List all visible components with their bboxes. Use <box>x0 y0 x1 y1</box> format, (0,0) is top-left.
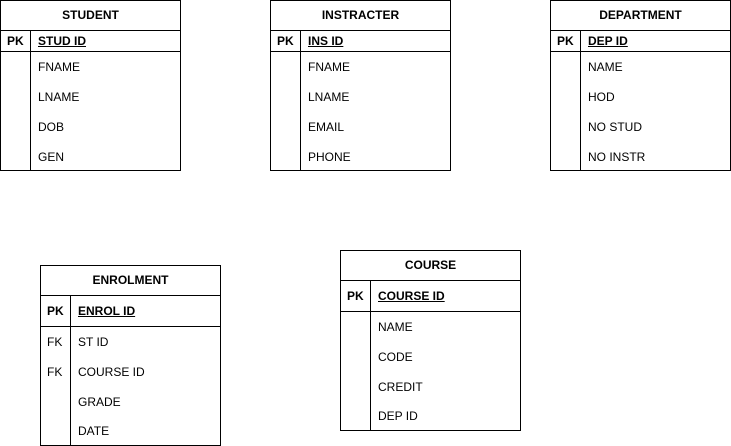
entity-title: INSTRACTER <box>271 1 450 31</box>
attribute-name: ST ID <box>78 335 109 349</box>
attribute-name: GEN <box>38 149 65 164</box>
entity-student[interactable]: STUDENT PK STUD ID FNAME LNAME DOB GEN <box>0 0 181 171</box>
attribute-name: FNAME <box>308 60 350 74</box>
key-marker <box>271 52 301 82</box>
primary-key-row: PK DEP ID <box>551 31 730 52</box>
attribute-row: PHONE <box>271 142 450 171</box>
attribute-list: FNAME LNAME DOB GEN <box>1 52 180 171</box>
attribute-row: FNAME <box>1 52 180 82</box>
attribute-list: NAME HOD NO STUD NO INSTR <box>551 52 730 171</box>
attribute-row: FK ST ID <box>41 327 220 357</box>
attribute-row: CODE <box>341 342 520 372</box>
key-marker <box>271 142 301 171</box>
entity-course[interactable]: COURSE PK COURSE ID NAME CODE CREDIT DEP… <box>340 250 521 431</box>
key-marker: PK <box>41 296 71 326</box>
key-marker <box>341 402 371 430</box>
key-marker <box>1 82 31 112</box>
attribute-row: NAME <box>551 52 730 82</box>
attribute-row: FK COURSE ID <box>41 357 220 387</box>
primary-key-row: PK STUD ID <box>1 31 180 52</box>
attribute-list: FK ST ID FK COURSE ID GRADE DATE <box>41 327 220 445</box>
attribute-name: INS ID <box>308 34 344 48</box>
attribute-name: EMAIL <box>308 120 345 134</box>
attribute-name: NAME <box>588 60 623 74</box>
key-marker <box>341 312 371 342</box>
attribute-name: CREDIT <box>378 380 423 394</box>
primary-key-row: PK COURSE ID <box>341 281 520 312</box>
attribute-name: DOB <box>38 120 65 134</box>
entity-department[interactable]: DEPARTMENT PK DEP ID NAME HOD NO STUD NO… <box>550 0 731 171</box>
attribute-name: HOD <box>588 90 615 104</box>
key-marker: PK <box>551 31 581 51</box>
key-marker: FK <box>41 327 71 357</box>
attribute-row: LNAME <box>271 82 450 112</box>
key-marker <box>551 52 581 82</box>
attribute-row: HOD <box>551 82 730 112</box>
key-marker <box>41 417 71 445</box>
entity-enrolment[interactable]: ENROLMENT PK ENROL ID FK ST ID FK COURSE… <box>40 265 221 446</box>
attribute-name: COURSE ID <box>78 365 145 379</box>
attribute-name: NO INSTR <box>588 149 646 164</box>
attribute-name: PHONE <box>308 149 351 164</box>
attribute-name: CODE <box>378 350 413 364</box>
attribute-name: DEP ID <box>378 409 418 423</box>
attribute-name: GRADE <box>78 395 121 409</box>
attribute-row: GEN <box>1 142 180 171</box>
entity-title: ENROLMENT <box>41 266 220 296</box>
key-marker <box>341 372 371 402</box>
attribute-name: STUD ID <box>38 34 86 48</box>
key-marker: PK <box>1 31 31 51</box>
key-marker <box>551 142 581 171</box>
attribute-row: DATE <box>41 417 220 445</box>
key-marker: PK <box>341 281 371 311</box>
attribute-name: DEP ID <box>588 34 628 48</box>
entity-instracter[interactable]: INSTRACTER PK INS ID FNAME LNAME EMAIL P… <box>270 0 451 171</box>
attribute-row: DOB <box>1 112 180 142</box>
attribute-list: FNAME LNAME EMAIL PHONE <box>271 52 450 171</box>
attribute-name: DATE <box>78 424 110 438</box>
attribute-name: FNAME <box>38 60 80 74</box>
attribute-row: EMAIL <box>271 112 450 142</box>
entity-title: COURSE <box>341 251 520 281</box>
key-marker <box>271 112 301 142</box>
attribute-row: DEP ID <box>341 402 520 430</box>
key-marker <box>1 112 31 142</box>
attribute-name: ENROL ID <box>78 304 136 318</box>
key-marker <box>551 82 581 112</box>
entity-title: DEPARTMENT <box>551 1 730 31</box>
attribute-name: NAME <box>378 320 413 334</box>
attribute-row: GRADE <box>41 387 220 417</box>
key-marker: PK <box>271 31 301 51</box>
attribute-row: CREDIT <box>341 372 520 402</box>
attribute-row: NO INSTR <box>551 142 730 171</box>
key-marker <box>1 142 31 171</box>
primary-key-row: PK ENROL ID <box>41 296 220 327</box>
attribute-row: FNAME <box>271 52 450 82</box>
attribute-name: NO STUD <box>588 120 642 134</box>
attribute-row: LNAME <box>1 82 180 112</box>
key-marker: FK <box>41 357 71 387</box>
key-marker <box>271 82 301 112</box>
attribute-row: NO STUD <box>551 112 730 142</box>
key-marker <box>41 387 71 417</box>
attribute-name: COURSE ID <box>378 289 445 303</box>
attribute-list: NAME CODE CREDIT DEP ID <box>341 312 520 430</box>
entity-title: STUDENT <box>1 1 180 31</box>
key-marker <box>551 112 581 142</box>
key-marker <box>341 342 371 372</box>
attribute-row: NAME <box>341 312 520 342</box>
attribute-name: LNAME <box>38 90 80 104</box>
key-marker <box>1 52 31 82</box>
primary-key-row: PK INS ID <box>271 31 450 52</box>
attribute-name: LNAME <box>308 90 350 104</box>
